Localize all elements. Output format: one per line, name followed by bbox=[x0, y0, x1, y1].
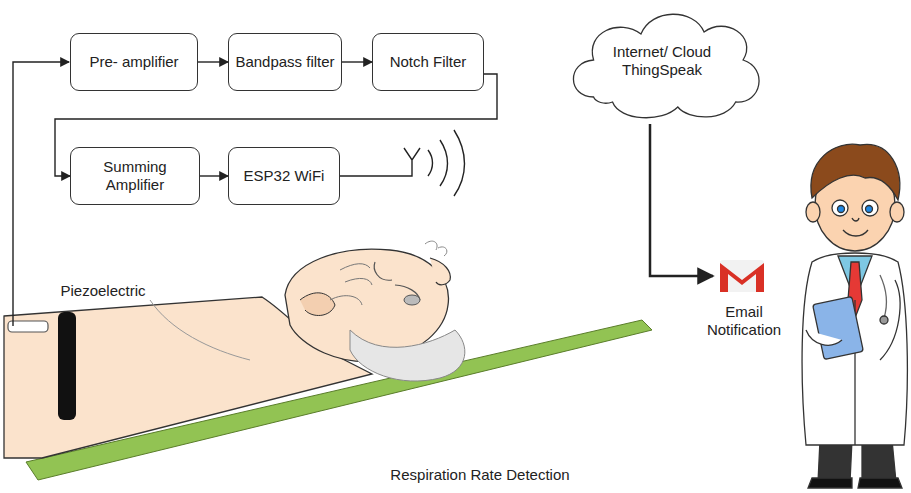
text-group: Pre- amplifier bbox=[89, 53, 178, 71]
patient-head bbox=[285, 241, 465, 381]
chest-belt bbox=[58, 312, 76, 420]
node-text: Notch Filter bbox=[390, 53, 467, 71]
figure-caption: Respiration Rate Detection bbox=[360, 466, 600, 484]
wifi-module-box: ESP32 WiFi bbox=[228, 147, 340, 205]
doctor-figure bbox=[802, 144, 907, 488]
signal-arrow bbox=[342, 61, 372, 62]
node-text: Internet/ Cloud ThingSpeak bbox=[592, 43, 732, 79]
signal-arrow bbox=[198, 61, 228, 62]
cloud-shape: Internet/ Cloud ThingSpeak bbox=[562, 2, 762, 124]
text-group: ESP32 WiFi bbox=[244, 167, 325, 185]
notification-label: Email Notification bbox=[692, 303, 796, 339]
node-text: Bandpass filter bbox=[235, 53, 334, 71]
text-group: Internet/ Cloud ThingSpeak bbox=[592, 43, 732, 79]
filter-box: Bandpass filter bbox=[228, 33, 342, 91]
node-text: ESP32 WiFi bbox=[244, 167, 325, 185]
signal-arrow bbox=[200, 175, 228, 176]
email-icon bbox=[720, 260, 764, 292]
node-text: Summing Amplifier bbox=[77, 158, 193, 194]
text-group: Summing Amplifier bbox=[77, 158, 193, 194]
body-fold bbox=[150, 300, 250, 360]
text-group: Bandpass filter bbox=[235, 53, 334, 71]
filter-box: Notch Filter bbox=[372, 33, 484, 91]
sensor-label: Piezoelectric bbox=[48, 282, 158, 300]
notification-arrow bbox=[650, 124, 713, 276]
antenna-symbol bbox=[340, 130, 465, 196]
piezo-sensor bbox=[8, 321, 48, 332]
amplifier-box: Summing Amplifier bbox=[70, 147, 200, 205]
node-text: Pre- amplifier bbox=[89, 53, 178, 71]
amplifier-box: Pre- amplifier bbox=[70, 33, 198, 91]
text-group: Notch Filter bbox=[390, 53, 467, 71]
